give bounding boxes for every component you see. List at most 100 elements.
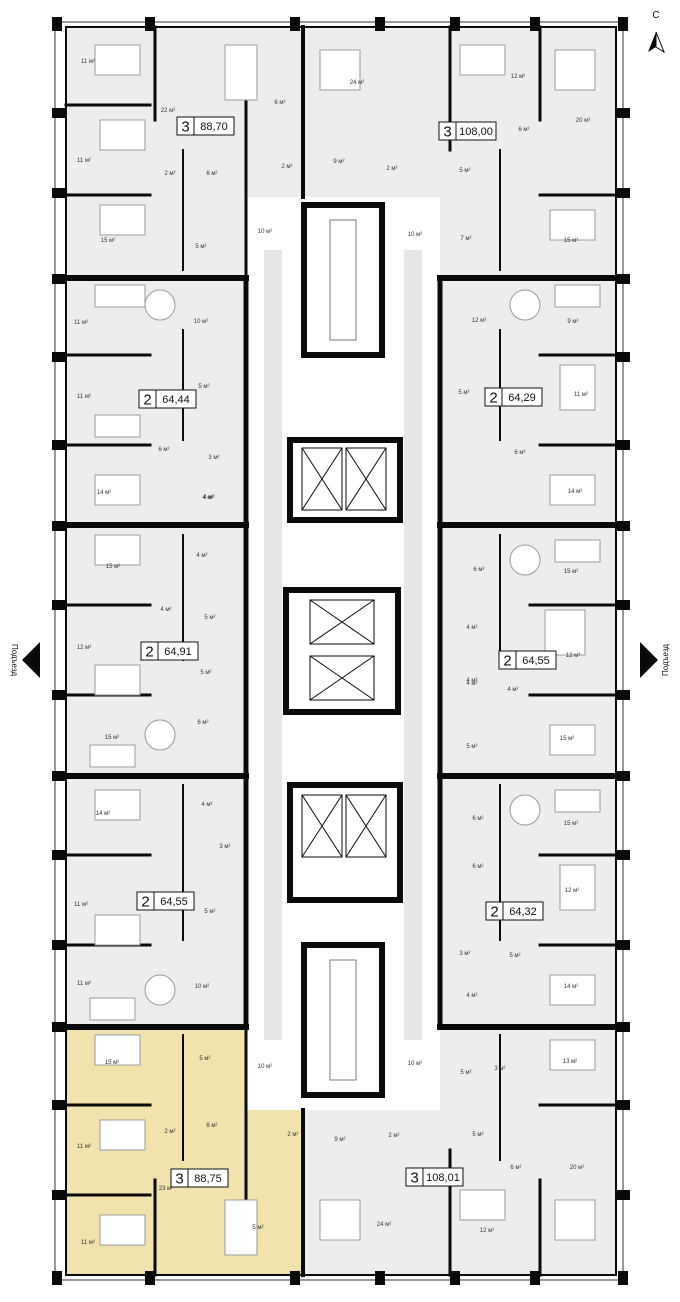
- room-area-label: 15 м²: [105, 735, 119, 741]
- room-area-label: 15 м²: [564, 821, 578, 827]
- room-area-label: 4 м²: [466, 681, 477, 687]
- apartment-area-value: 64,55: [160, 896, 188, 908]
- room-area-label: 12 м²: [77, 645, 91, 651]
- room-area-label: 6 м²: [206, 171, 217, 177]
- facade-columns: [52, 17, 630, 1285]
- apartment-area-value: 64,91: [164, 646, 192, 658]
- room-area-label: 11 м²: [77, 158, 91, 164]
- corridor-column-left: [264, 250, 282, 1040]
- room-area-label: 6 м²: [518, 127, 529, 133]
- entrance-left-arrow-icon: Подъезд: [10, 642, 40, 678]
- room-area-label: 10 м²: [408, 1061, 422, 1067]
- room-area-label: 6 м²: [206, 1123, 217, 1129]
- room-area-label: 2 м²: [386, 166, 397, 172]
- room-area-label: 24 м²: [377, 1222, 391, 1228]
- room-area-label: 11 м²: [77, 981, 91, 987]
- elevator-group-1: [287, 437, 403, 523]
- room-area-label: 10 м²: [195, 984, 209, 990]
- apartment-area-box: [155, 389, 197, 409]
- corridor-column-right: [404, 250, 422, 1040]
- apartment-area-value: 88,70: [200, 121, 228, 133]
- room-area-label: 11 м²: [81, 1240, 95, 1246]
- apartment-area-box: [455, 121, 497, 141]
- room-area-label: 12 м²: [565, 888, 579, 894]
- room-area-label: 15 м²: [105, 1060, 119, 1066]
- room-area-label: 15 м²: [101, 238, 115, 244]
- apartment-rooms-count: 3: [181, 119, 189, 136]
- room-area-label: 2 м²: [287, 1132, 298, 1138]
- room-area-label: 3 м²: [494, 1066, 505, 1072]
- room-area-label: 6 м²: [514, 450, 525, 456]
- room-area-label: 12 м²: [511, 74, 525, 80]
- room-area-label: 11 м²: [574, 392, 588, 398]
- room-area-label: 20 м²: [570, 1165, 584, 1171]
- apartment-rooms-count: 3: [175, 1171, 183, 1188]
- room-area-label: 3 м²: [219, 844, 230, 850]
- apartment-area-value: 108,01: [426, 1172, 460, 1184]
- room-area-label: 5 м²: [472, 1132, 483, 1138]
- apartment-area-box: [515, 650, 557, 670]
- room-area-label: 2 м²: [164, 171, 175, 177]
- room-area-label: 10 м²: [258, 229, 272, 235]
- apartment-badge-a10: 3 108,01: [405, 1167, 464, 1187]
- room-area-label: 14 м²: [97, 490, 111, 496]
- apartment-area-box: [157, 641, 199, 661]
- apartment-area-box: [501, 387, 543, 407]
- staircase-bottom: [301, 942, 385, 1098]
- entrance-right-arrow-icon: Подъезд: [640, 642, 670, 678]
- apartment-rooms-count: 2: [143, 392, 151, 409]
- apartment-area-value: 64,32: [509, 906, 537, 918]
- building-outline: [54, 21, 624, 1281]
- room-area-label: 2 м²: [164, 1129, 175, 1135]
- apartment-area-value: 108,00: [459, 126, 493, 138]
- room-area-label: 4 м²: [466, 678, 477, 684]
- room-area-label: 5 м²: [200, 670, 211, 676]
- apartment-area-value: 64,55: [522, 655, 550, 667]
- room-area-label: 13 м²: [563, 1059, 577, 1065]
- room-area-label: 12 м²: [472, 318, 486, 324]
- apartment-area-box: [187, 1168, 229, 1188]
- room-area-label: 4 м²: [466, 625, 477, 631]
- room-area-label: 11 м²: [77, 1144, 91, 1150]
- room-area-label: 11 м²: [77, 394, 91, 400]
- room-area-label: 4 м²: [202, 495, 213, 501]
- room-area-label: 9 м²: [333, 159, 344, 165]
- apartment-rooms-count: 2: [503, 653, 511, 670]
- apartment-rooms-count: 3: [410, 1170, 418, 1187]
- room-area-label: 10 м²: [258, 1064, 272, 1070]
- apartment-rooms-count: 2: [490, 904, 498, 921]
- room-area-label: 9 м²: [334, 1137, 345, 1143]
- room-area-label: 6 м²: [274, 100, 285, 106]
- room-area-label: 3 м²: [459, 951, 470, 957]
- apartment-rooms-count: 2: [145, 644, 153, 661]
- room-area-label: 2 м²: [281, 164, 292, 170]
- room-area-label: 4 м²: [507, 687, 518, 693]
- room-area-label: 6 м²: [510, 1165, 521, 1171]
- room-area-label: 3 м²: [208, 455, 219, 461]
- room-area-label: 15 м²: [564, 238, 578, 244]
- room-area-label: 6 м²: [158, 447, 169, 453]
- room-area-label: 5 м²: [460, 1070, 471, 1076]
- room-area-label: 15 м²: [560, 736, 574, 742]
- room-area-label: 14 м²: [96, 811, 110, 817]
- room-area-label: 11 м²: [81, 59, 95, 65]
- room-area-label: 14 м²: [568, 489, 582, 495]
- room-area-label: 5 м²: [509, 953, 520, 959]
- room-area-label: 12 м²: [480, 1228, 494, 1234]
- room-area-label: 5 м²: [199, 1056, 210, 1062]
- room-area-label: 5 м²: [466, 744, 477, 750]
- apartment-rooms-count: 2: [141, 894, 149, 911]
- room-area-label: 12 м²: [566, 653, 580, 659]
- room-area-label: 10 м²: [194, 319, 208, 325]
- room-area-label: 5 м²: [459, 168, 470, 174]
- room-area-label: 7 м²: [460, 236, 471, 242]
- room-area-label: 15 м²: [106, 564, 120, 570]
